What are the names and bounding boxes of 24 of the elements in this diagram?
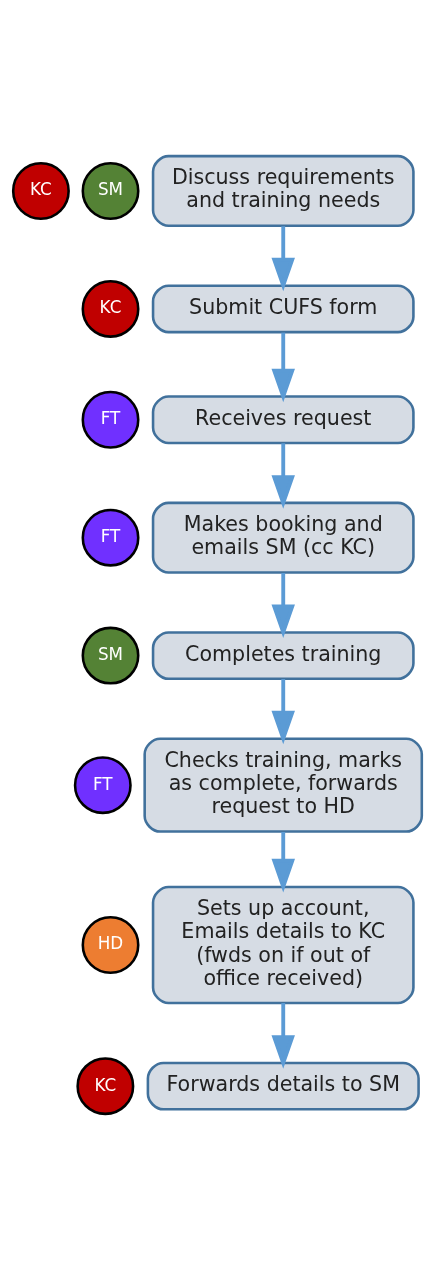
node-circle: KC [76,1057,135,1116]
node-box: Submit CUFS form [151,284,415,334]
arrow [271,572,295,639]
arrow [271,332,295,403]
node-circle: KC [11,161,70,220]
node-circle: FT [81,390,140,449]
node-box: Receives request [151,395,415,445]
node-box: Discuss requirements and training needs [151,154,415,228]
node-circle: FT [81,508,140,567]
node-circle: KC [81,279,140,338]
node-box: Checks training, marks as complete, forwards request to HD [143,737,424,833]
node-box: Sets up account, Emails details to KC (fwds on if out of office received) [151,885,415,1005]
node-circle: FT [73,756,132,815]
arrow [271,226,295,292]
node-box: Makes booking and emails SM (cc KC) [151,501,415,574]
node-circle: SM [81,626,140,685]
node-box: Completes training [151,631,415,681]
node-circle: SM [81,161,140,220]
node-box: Forwards details to SM [146,1061,420,1111]
arrow [271,1003,295,1069]
arrow [271,679,295,745]
arrow [271,443,295,509]
arrow [271,831,295,893]
node-circle: HD [81,916,140,974]
